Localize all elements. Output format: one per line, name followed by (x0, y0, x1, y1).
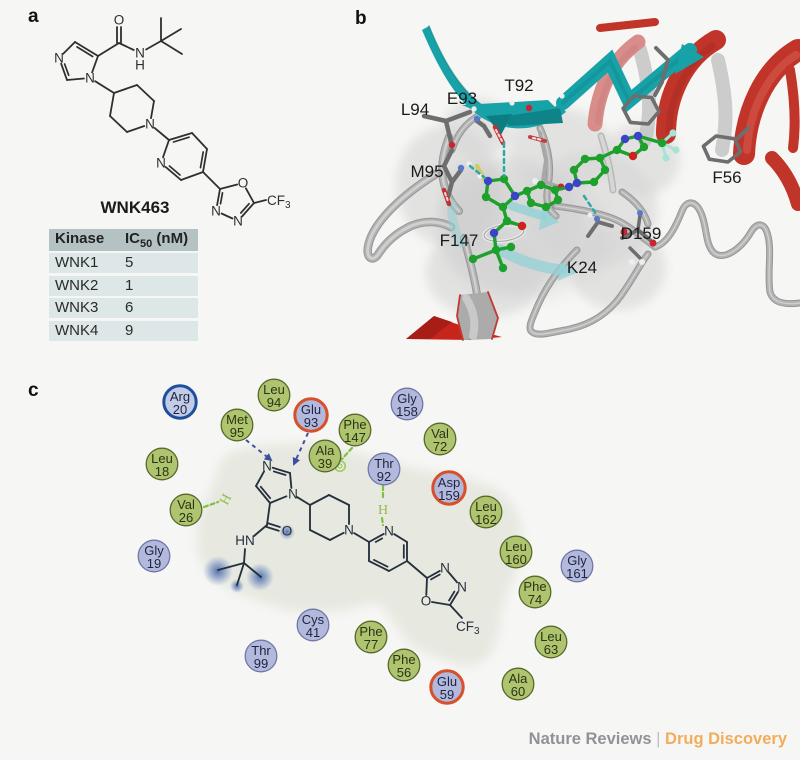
svg-text:41: 41 (306, 625, 320, 640)
svg-text:Leu: Leu (540, 629, 562, 644)
svg-text:99: 99 (254, 656, 268, 671)
svg-text:20: 20 (173, 402, 187, 417)
svg-text:Val: Val (431, 426, 449, 441)
svg-text:WNK463: WNK463 (101, 198, 170, 217)
svg-text:159: 159 (438, 488, 460, 503)
svg-text:F147: F147 (440, 231, 479, 250)
svg-text:N: N (457, 580, 467, 595)
svg-text:N: N (262, 459, 272, 474)
svg-text:Gly: Gly (567, 553, 587, 568)
svg-text:N: N (156, 156, 166, 171)
svg-text:N: N (233, 214, 243, 229)
svg-text:26: 26 (179, 510, 193, 525)
svg-text:H: H (378, 503, 388, 518)
svg-text:N: N (54, 51, 64, 66)
svg-text:K24: K24 (567, 258, 597, 277)
svg-text:Phe: Phe (343, 417, 366, 432)
svg-text:HN: HN (235, 533, 255, 548)
svg-text:56: 56 (397, 665, 411, 680)
svg-text:N: N (145, 117, 155, 132)
svg-text:77: 77 (364, 637, 378, 652)
svg-text:Glu: Glu (301, 402, 321, 417)
svg-text:E93: E93 (447, 89, 477, 108)
svg-text:Phe: Phe (523, 579, 546, 594)
svg-text:161: 161 (566, 566, 588, 581)
svg-text:Met: Met (226, 412, 248, 427)
svg-text:N: N (344, 523, 354, 538)
svg-text:Leu: Leu (263, 382, 285, 397)
svg-text:18: 18 (155, 464, 169, 479)
svg-text:F56: F56 (712, 168, 741, 187)
svg-text:Leu: Leu (505, 539, 527, 554)
svg-text:160: 160 (505, 552, 527, 567)
svg-text:95: 95 (230, 425, 244, 440)
svg-text:60: 60 (511, 684, 525, 699)
svg-text:Ala: Ala (316, 443, 336, 458)
svg-text:147: 147 (344, 430, 366, 445)
svg-text:72: 72 (433, 439, 447, 454)
svg-text:74: 74 (528, 592, 542, 607)
svg-text:Leu: Leu (475, 499, 497, 514)
svg-text:Glu: Glu (437, 674, 457, 689)
svg-text:N: N (288, 487, 298, 502)
svg-text:92: 92 (377, 469, 391, 484)
svg-text:158: 158 (396, 404, 418, 419)
svg-text:O: O (282, 524, 293, 539)
svg-text:162: 162 (475, 512, 497, 527)
svg-text:O: O (114, 13, 125, 28)
svg-text:L94: L94 (401, 100, 429, 119)
svg-text:T92: T92 (504, 76, 533, 95)
svg-text:Thr: Thr (374, 456, 394, 471)
svg-text:Arg: Arg (170, 389, 190, 404)
svg-text:94: 94 (267, 395, 281, 410)
svg-text:Phe: Phe (359, 624, 382, 639)
svg-text:Asp: Asp (438, 475, 460, 490)
svg-text:H: H (135, 58, 145, 73)
svg-text:N: N (440, 561, 450, 576)
svg-text:O: O (238, 176, 249, 191)
svg-text:Leu: Leu (151, 451, 173, 466)
svg-text:93: 93 (304, 415, 318, 430)
svg-text:M95: M95 (410, 162, 443, 181)
svg-text:D159: D159 (621, 224, 662, 243)
svg-text:19: 19 (147, 556, 161, 571)
svg-text:CF3: CF3 (267, 193, 291, 211)
svg-text:Val: Val (177, 497, 195, 512)
svg-text:39: 39 (318, 456, 332, 471)
svg-text:Thr: Thr (251, 643, 271, 658)
svg-text:N: N (211, 204, 221, 219)
svg-text:Gly: Gly (144, 543, 164, 558)
svg-text:Phe: Phe (392, 652, 415, 667)
svg-text:Ala: Ala (509, 671, 529, 686)
svg-text:63: 63 (544, 642, 558, 657)
svg-text:N: N (135, 46, 145, 61)
svg-text:Gly: Gly (397, 391, 417, 406)
svg-text:N: N (85, 71, 95, 86)
svg-text:Cys: Cys (302, 612, 325, 627)
svg-text:O: O (421, 594, 432, 609)
svg-text:59: 59 (440, 687, 454, 702)
svg-text:N: N (384, 524, 394, 539)
